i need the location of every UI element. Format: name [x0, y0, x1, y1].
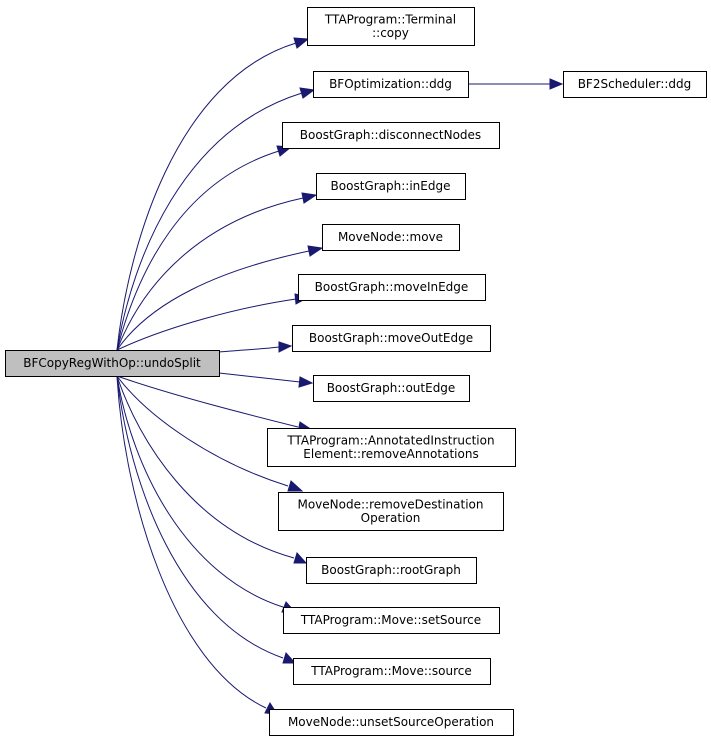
node-label: Element::removeAnnotations [303, 447, 478, 461]
edge-arrowhead [293, 552, 308, 564]
edge-n2-to-n3 [468, 78, 564, 90]
node-label: BFOptimization::ddg [329, 77, 452, 91]
node-box [267, 428, 516, 467]
node-label: TTAProgram::Move::setSource [300, 613, 481, 627]
node-label: BoostGraph::disconnectNodes [300, 128, 481, 142]
node-label: BoostGraph::inEdge [331, 179, 451, 193]
node-label: TTAProgram::AnnotatedInstruction [286, 433, 494, 447]
edge-line [116, 375, 267, 709]
edge-root-to-n1 [116, 37, 310, 351]
node-label: MoveNode::unsetSourceOperation [288, 715, 494, 729]
root-node[interactable]: BFCopyRegWithOp::undoSplit [5, 350, 220, 377]
node-box [307, 7, 475, 46]
graph-node[interactable]: TTAProgram::Move::setSource [283, 607, 500, 634]
node-box [5, 350, 220, 377]
node-box [283, 607, 500, 634]
graph-node[interactable]: BF2Scheduler::ddg [563, 71, 707, 98]
node-label: BoostGraph::moveInEdge [315, 280, 469, 294]
graph-node[interactable]: BoostGraph::outEdge [313, 375, 470, 402]
node-box [313, 375, 470, 402]
node-box [322, 224, 460, 251]
edge-line [116, 150, 280, 351]
graph-node[interactable]: BoostGraph::disconnectNodes [282, 122, 500, 149]
edge-arrowhead [298, 376, 314, 388]
edge-root-to-n11 [116, 375, 304, 492]
edge-line [116, 92, 303, 351]
edge-arrowhead [287, 480, 304, 492]
edge-root-to-n5 [116, 192, 318, 351]
edges-layer [116, 37, 564, 715]
node-label: TTAProgram::Terminal [324, 12, 456, 26]
edge-line [218, 372, 301, 383]
edge-arrowhead [307, 245, 324, 257]
node-label: Operation [361, 511, 421, 525]
node-box [298, 274, 486, 301]
edge-line [116, 375, 284, 659]
edge-root-to-n12 [116, 375, 308, 564]
edge-line [116, 42, 297, 351]
node-label: BoostGraph::moveOutEdge [309, 331, 473, 345]
edge-line [116, 197, 304, 351]
node-label: MoveNode::removeDestination [297, 497, 483, 511]
graph-node[interactable]: BoostGraph::moveInEdge [298, 274, 486, 301]
edge-arrowhead [301, 192, 318, 204]
graph-node[interactable]: BoostGraph::inEdge [316, 173, 466, 200]
graph-node[interactable]: BFOptimization::ddg [313, 71, 469, 98]
edge-root-to-n4 [116, 145, 293, 351]
edge-root-to-n15 [116, 375, 278, 715]
edge-arrowhead [293, 37, 310, 49]
nodes-layer: BFCopyRegWithOp::undoSplit TTAProgram::Te… [5, 7, 707, 736]
graph-node[interactable]: TTAProgram::Terminal::copy [307, 7, 475, 46]
edge-line [218, 346, 280, 353]
edge-line [116, 250, 310, 351]
edge-arrowhead [278, 341, 293, 353]
edge-root-to-n7 [116, 293, 311, 351]
node-label: MoveNode::move [338, 230, 443, 244]
graph-node[interactable]: TTAProgram::Move::source [293, 658, 491, 685]
node-box [292, 325, 491, 352]
node-label: BoostGraph::outEdge [327, 381, 456, 395]
node-label: BFCopyRegWithOp::undoSplit [23, 356, 201, 370]
edge-root-to-n2 [116, 87, 316, 351]
node-box [293, 658, 491, 685]
graph-node[interactable]: TTAProgram::AnnotatedInstructionElement:… [267, 428, 516, 467]
graph-node[interactable]: BoostGraph::moveOutEdge [292, 325, 491, 352]
graph-node[interactable]: BoostGraph::rootGraph [306, 557, 477, 584]
node-box [269, 709, 514, 736]
node-box [278, 492, 504, 531]
edge-root-to-n14 [116, 375, 297, 664]
node-box [306, 557, 477, 584]
node-box [563, 71, 707, 98]
node-box [282, 122, 500, 149]
edge-line [116, 298, 297, 351]
edge-arrowhead [299, 87, 316, 99]
edge-arrowhead [549, 78, 564, 90]
node-label: BoostGraph::rootGraph [321, 563, 461, 577]
node-box [313, 71, 469, 98]
node-label: BF2Scheduler::ddg [578, 77, 692, 91]
edge-line [116, 375, 284, 608]
node-label: TTAProgram::Move::source [310, 664, 472, 678]
edge-root-to-n8 [218, 341, 293, 353]
edge-root-to-n9 [218, 372, 314, 388]
graph-node[interactable]: MoveNode::move [322, 224, 460, 251]
edge-root-to-n10 [116, 375, 314, 433]
node-label: ::copy [372, 26, 409, 40]
node-box [316, 173, 466, 200]
edge-line [116, 375, 299, 428]
edge-line [116, 375, 289, 487]
edge-arrowhead [282, 652, 297, 664]
edge-line [116, 375, 295, 559]
edge-root-to-n6 [116, 245, 324, 351]
graph-node[interactable]: MoveNode::unsetSourceOperation [269, 709, 514, 736]
